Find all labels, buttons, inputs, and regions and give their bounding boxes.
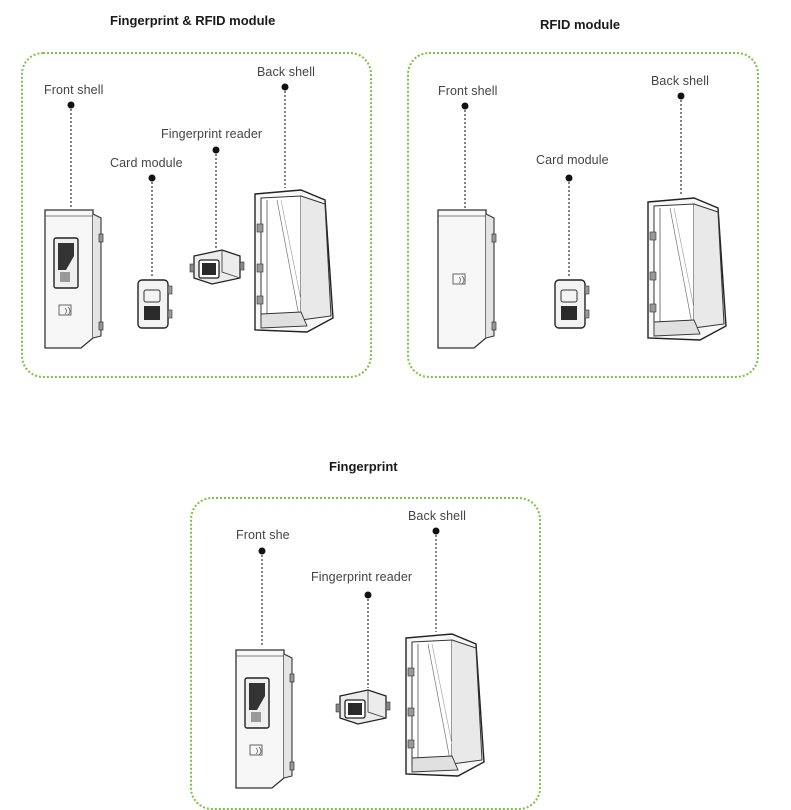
- fingerprint-reader-p3: [335, 689, 391, 725]
- label-back-shell-p2: Back shell: [651, 74, 709, 88]
- panel-rfid: [407, 52, 759, 378]
- panel-fp-rfid: [21, 52, 372, 378]
- label-back-shell-p1: Back shell: [257, 65, 315, 79]
- card-module-p2: [554, 279, 590, 329]
- panel-title-fingerprint: Fingerprint: [329, 459, 398, 474]
- panel-title-fp-rfid: Fingerprint & RFID module: [110, 13, 276, 28]
- front-shell-fingerprint: [235, 649, 295, 789]
- panel-fingerprint: [190, 497, 541, 810]
- back-shell-p3: [405, 633, 485, 777]
- label-card-module-p1: Card module: [110, 156, 183, 170]
- label-front-shell-p1: Front shell: [44, 83, 104, 97]
- back-shell-p2: [647, 197, 727, 341]
- fingerprint-reader-p1: [189, 249, 245, 285]
- label-front-shell-p3: Front she: [236, 528, 290, 542]
- back-shell-p1: [254, 189, 334, 333]
- panel-title-rfid: RFID module: [540, 17, 621, 32]
- label-back-shell-p3: Back shell: [408, 509, 466, 523]
- label-fingerprint-reader-p3: Fingerprint reader: [311, 570, 413, 584]
- label-fingerprint-reader-p1: Fingerprint reader: [161, 127, 263, 141]
- front-shell-rfid: [437, 209, 497, 349]
- card-module-p1: [137, 279, 173, 329]
- front-shell-fp-rfid: [44, 209, 104, 349]
- label-front-shell-p2: Front shell: [438, 84, 498, 98]
- label-card-module-p2: Card module: [536, 153, 609, 167]
